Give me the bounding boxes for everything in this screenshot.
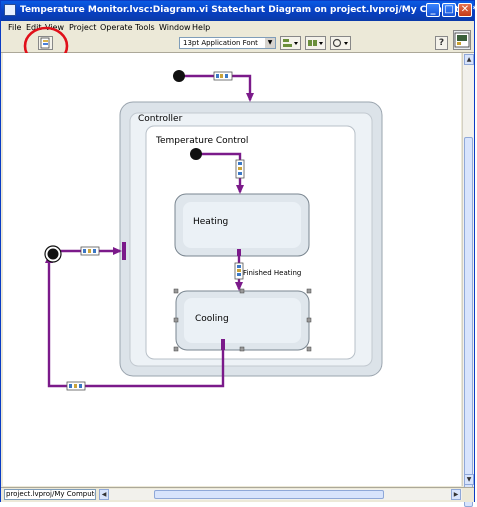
menu-view[interactable]: View: [45, 23, 64, 32]
vi-icon: [4, 4, 16, 16]
align-objects-icon[interactable]: [280, 36, 301, 50]
state-heating-inner: [183, 202, 301, 248]
menu-file[interactable]: File: [8, 23, 22, 32]
temperature-control-label: Temperature Control: [155, 136, 248, 146]
menu-bar: File Edit View Project Operate Tools Win…: [1, 21, 474, 34]
scroll-left-button[interactable]: ◀: [99, 489, 109, 500]
selection-handle[interactable]: [173, 288, 179, 294]
font-select-value: 13pt Application Font: [183, 39, 258, 47]
transition-label-finished-heating[interactable]: Finished Heating: [243, 269, 301, 277]
statechart-diagram: Controller Temperature Control Heating C…: [44, 70, 383, 391]
vi-connector-icon: [453, 30, 471, 50]
menu-window[interactable]: Window: [159, 23, 191, 32]
close-button[interactable]: ✕: [458, 3, 472, 17]
state-port: [221, 339, 225, 350]
chevron-down-icon: ▼: [265, 38, 275, 48]
selection-handle[interactable]: [306, 346, 312, 352]
scroll-right-button[interactable]: ▶: [451, 489, 461, 500]
vertical-scrollbar[interactable]: ▲ ▼: [462, 53, 474, 507]
arrow-head: [236, 185, 244, 194]
vertical-scroll-thumb[interactable]: [464, 137, 473, 507]
region-port: [122, 242, 126, 260]
horizontal-scroll-thumb[interactable]: [154, 490, 384, 499]
initial-pseudostate-outer[interactable]: [173, 70, 185, 82]
controller-label: Controller: [138, 114, 183, 124]
generate-code-icon[interactable]: [38, 36, 53, 50]
transition-node[interactable]: [213, 71, 233, 81]
junction-node-core: [47, 248, 59, 260]
menu-help[interactable]: Help: [192, 23, 211, 32]
minimize-button[interactable]: _: [426, 3, 440, 17]
transition-node[interactable]: [80, 246, 100, 256]
font-select[interactable]: 13pt Application Font ▼: [179, 37, 276, 49]
selection-handle[interactable]: [239, 346, 245, 352]
selection-handle[interactable]: [173, 346, 179, 352]
menu-edit[interactable]: Edit: [26, 23, 42, 32]
horizontal-scrollbar[interactable]: ◀ ▶: [99, 489, 462, 500]
selection-handle[interactable]: [239, 288, 245, 294]
distribute-objects-icon[interactable]: [305, 36, 326, 50]
transition-nodes: [66, 71, 245, 391]
menu-tools[interactable]: Tools: [135, 23, 155, 32]
menu-operate[interactable]: Operate: [100, 23, 133, 32]
block-diagram-canvas[interactable]: Controller Temperature Control Heating C…: [3, 53, 461, 486]
project-path: project.lvproj/My Computer: [4, 489, 96, 500]
reorder-icon[interactable]: [330, 36, 351, 50]
transition-node[interactable]: [66, 381, 86, 391]
transition-node[interactable]: [234, 262, 244, 280]
scroll-up-button[interactable]: ▲: [464, 54, 474, 65]
maximize-button[interactable]: □: [442, 3, 456, 17]
arrow-head: [246, 93, 254, 102]
state-cooling-label: Cooling: [195, 314, 229, 324]
transition-node[interactable]: [235, 159, 245, 179]
wire-cooling-to-external[interactable]: [47, 258, 225, 388]
state-cooling-inner: [184, 298, 301, 343]
selection-handle[interactable]: [306, 317, 312, 323]
menu-project[interactable]: Project: [69, 23, 97, 32]
state-heating-label: Heating: [193, 217, 228, 227]
title-bar[interactable]: Temperature Monitor.lvsc:Diagram.vi Stat…: [1, 1, 477, 21]
wire-initial-controller[interactable]: [179, 74, 252, 100]
window-title: Temperature Monitor.lvsc:Diagram.vi Stat…: [20, 5, 477, 15]
wires: [47, 74, 252, 388]
selection-handle[interactable]: [173, 317, 179, 323]
arrow-head: [113, 247, 122, 255]
selection-handle[interactable]: [306, 288, 312, 294]
wire-initial-heating[interactable]: [196, 152, 242, 192]
context-help-button[interactable]: ?: [435, 36, 448, 50]
arrow-head: [235, 282, 243, 291]
initial-pseudostate-inner[interactable]: [190, 148, 202, 160]
state-port: [237, 249, 241, 256]
toolbar: 13pt Application Font ▼ ?: [1, 30, 474, 53]
scroll-down-button[interactable]: ▼: [464, 474, 474, 485]
